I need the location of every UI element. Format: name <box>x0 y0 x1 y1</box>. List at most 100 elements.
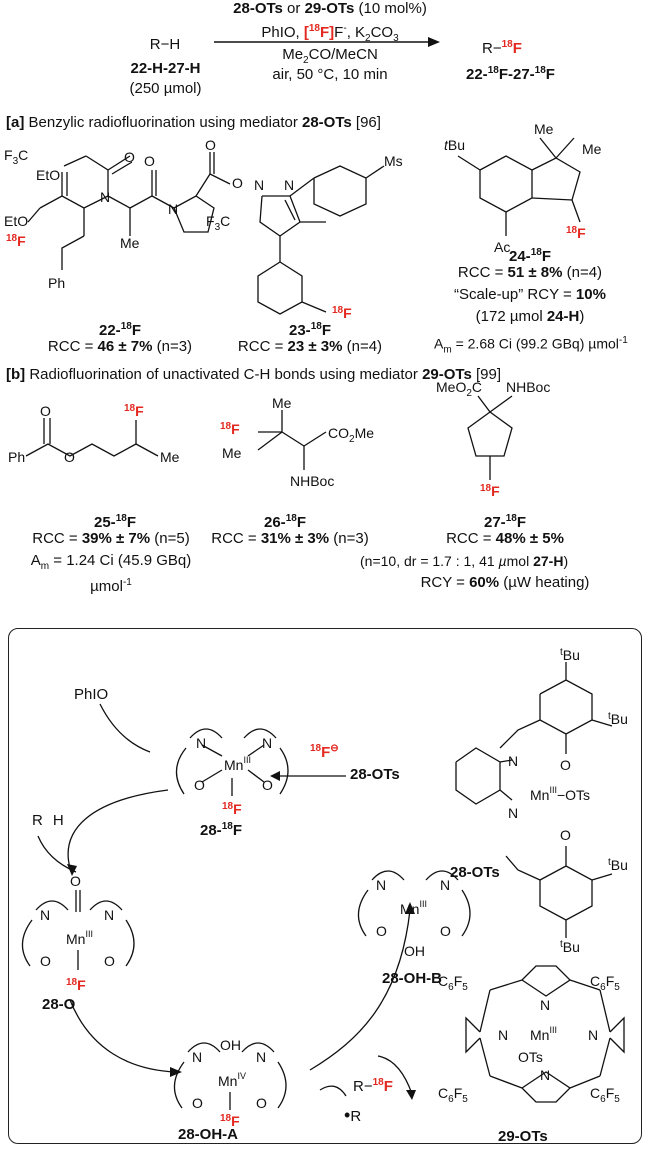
svg-text:O: O <box>64 449 75 465</box>
structure-25-labels: 18F Ph O O Me <box>8 403 180 465</box>
substrate-id: 22-H-27-H <box>130 60 201 77</box>
compound-27-id: 27-18F <box>484 513 526 531</box>
compound-24-scaleup: “Scale-up” RCY = 10% <box>454 286 606 303</box>
svg-text:F3C: F3C <box>4 147 28 167</box>
svg-text:MnIII: MnIII <box>224 755 251 773</box>
structure-27 <box>467 395 513 480</box>
svg-text:OTs: OTs <box>518 1049 543 1065</box>
reaction-arrowhead <box>428 37 440 47</box>
structure-26 <box>257 410 327 470</box>
structure-23-labels: F3C N N Ms 18F <box>206 153 403 321</box>
svg-text:Ph: Ph <box>8 449 25 465</box>
complex-28-oh-b <box>357 870 471 937</box>
svg-text:EtO: EtO <box>36 167 60 183</box>
substrate-formula: R−H <box>149 36 181 53</box>
svg-text:O: O <box>40 953 51 969</box>
structure-26-labels: 18F Me Me CO2Me NHBoc <box>220 395 374 489</box>
svg-text:MnIII: MnIII <box>400 899 427 917</box>
cycle-28-18f-id: 28-18F <box>200 821 242 839</box>
compound-24-molar-activity: Am = 2.68 Ci (99.2 GBq) µmol-1 <box>434 335 628 356</box>
reaction-solvent-line: Me2CO/MeCN <box>282 46 378 66</box>
svg-text:tBu: tBu <box>560 647 580 663</box>
svg-text:EtO: EtO <box>4 213 28 229</box>
cycle-radical: •R <box>344 1105 362 1125</box>
substrate-amount: (250 µmol) <box>129 80 202 97</box>
svg-text:O: O <box>144 153 155 169</box>
svg-text:18F: 18F <box>66 977 86 993</box>
svg-text:O: O <box>262 777 273 793</box>
svg-text:OH: OH <box>404 943 425 959</box>
svg-text:Me: Me <box>160 449 180 465</box>
svg-text:tBu: tBu <box>608 857 628 873</box>
compound-26-rcc: RCC = 31% ± 3% (n=3) <box>211 530 369 547</box>
svg-text:18F: 18F <box>566 225 586 241</box>
complex-28-o <box>21 890 135 970</box>
reaction-reagents-line: PhIO, [18F]F-, K2CO3 <box>261 23 399 44</box>
svg-text:CO2Me: CO2Me <box>328 425 374 445</box>
porphyrin-structure <box>465 965 625 1103</box>
svg-text:MnIII: MnIII <box>66 929 93 947</box>
complex-28-18f <box>175 728 289 796</box>
svg-text:N: N <box>376 877 386 893</box>
svg-text:N: N <box>498 1027 508 1043</box>
catalytic-cycle-panel <box>8 628 642 1144</box>
cycle-28-oh-a-id: 28-OH-A <box>178 1126 239 1143</box>
svg-text:18F: 18F <box>220 1113 240 1129</box>
svg-text:O: O <box>40 403 51 419</box>
svg-text:O: O <box>124 149 135 165</box>
svg-text:O: O <box>256 1095 267 1111</box>
compound-25-rcc: RCC = 39% ± 7% (n=5) <box>32 530 190 547</box>
structure-27-labels: MeO2C NHBoc 18F <box>436 379 550 499</box>
porphyrin-labels: C6F5 C6F5 N N MnIII N OTs N C6F5 C6F5 <box>438 973 620 1105</box>
svg-text:MnIII: MnIII <box>530 1025 557 1043</box>
product-id: 22-18F-27-18F <box>466 65 555 83</box>
svg-text:N: N <box>196 735 206 751</box>
svg-text:N: N <box>256 1049 266 1065</box>
svg-text:O: O <box>104 953 115 969</box>
svg-text:C6F5: C6F5 <box>438 973 468 993</box>
svg-text:N: N <box>168 201 178 217</box>
svg-text:18F: 18F <box>480 483 500 499</box>
compound-24-amount: (172 µmol 24-H) <box>475 308 585 325</box>
cycle-arrowheads <box>67 771 416 1100</box>
svg-text:N: N <box>104 907 114 923</box>
svg-text:O: O <box>70 873 81 889</box>
svg-text:18F: 18F <box>222 801 242 817</box>
compound-27-rcy: RCY = 60% (µW heating) <box>420 574 590 591</box>
svg-text:N: N <box>508 753 518 769</box>
compound-24-id: 24-18F <box>509 247 551 265</box>
svg-text:O: O <box>194 777 205 793</box>
svg-text:18F: 18F <box>220 421 240 437</box>
svg-text:Ac: Ac <box>494 239 510 255</box>
svg-text:N: N <box>588 1027 598 1043</box>
salen-labels: tBu tBu O N MnIII−OTs N O tBu tBu <box>508 647 628 955</box>
svg-text:MnIV: MnIV <box>218 1071 246 1089</box>
section-a-heading: [a] Benzylic radiofluorination using med… <box>6 114 381 131</box>
svg-text:F3C: F3C <box>206 213 230 233</box>
structure-24-labels: tBu Me Me Ac 18F <box>444 121 602 255</box>
compound-26-id: 26-18F <box>264 513 306 531</box>
svg-text:N: N <box>508 805 518 821</box>
svg-text:OH: OH <box>220 1037 241 1053</box>
svg-text:O: O <box>376 923 387 939</box>
svg-text:O: O <box>560 827 571 843</box>
reaction-conditions-line: air, 50 °C, 10 min <box>272 66 388 83</box>
porphyrin-id: 29-OTs <box>498 1128 548 1145</box>
svg-text:tBu: tBu <box>444 137 465 153</box>
svg-text:MeO2C: MeO2C <box>436 379 482 399</box>
svg-text:N: N <box>540 1067 550 1083</box>
salen-structure <box>455 662 613 938</box>
cycle-fluoride: 18F⊖ <box>310 743 339 761</box>
compound-23-id: 23-18F <box>289 321 331 339</box>
svg-text:Ms: Ms <box>384 153 403 169</box>
svg-text:O: O <box>560 757 571 773</box>
svg-text:C6F5: C6F5 <box>590 973 620 993</box>
svg-text:18F: 18F <box>124 403 144 419</box>
compound-27-conditions: (n=10, dr = 1.7 : 1, 41 µmol 27-H) <box>360 553 569 569</box>
svg-text:O: O <box>205 137 216 153</box>
svg-text:tBu: tBu <box>608 711 628 727</box>
compound-25-unit: µmol-1 <box>90 577 132 595</box>
